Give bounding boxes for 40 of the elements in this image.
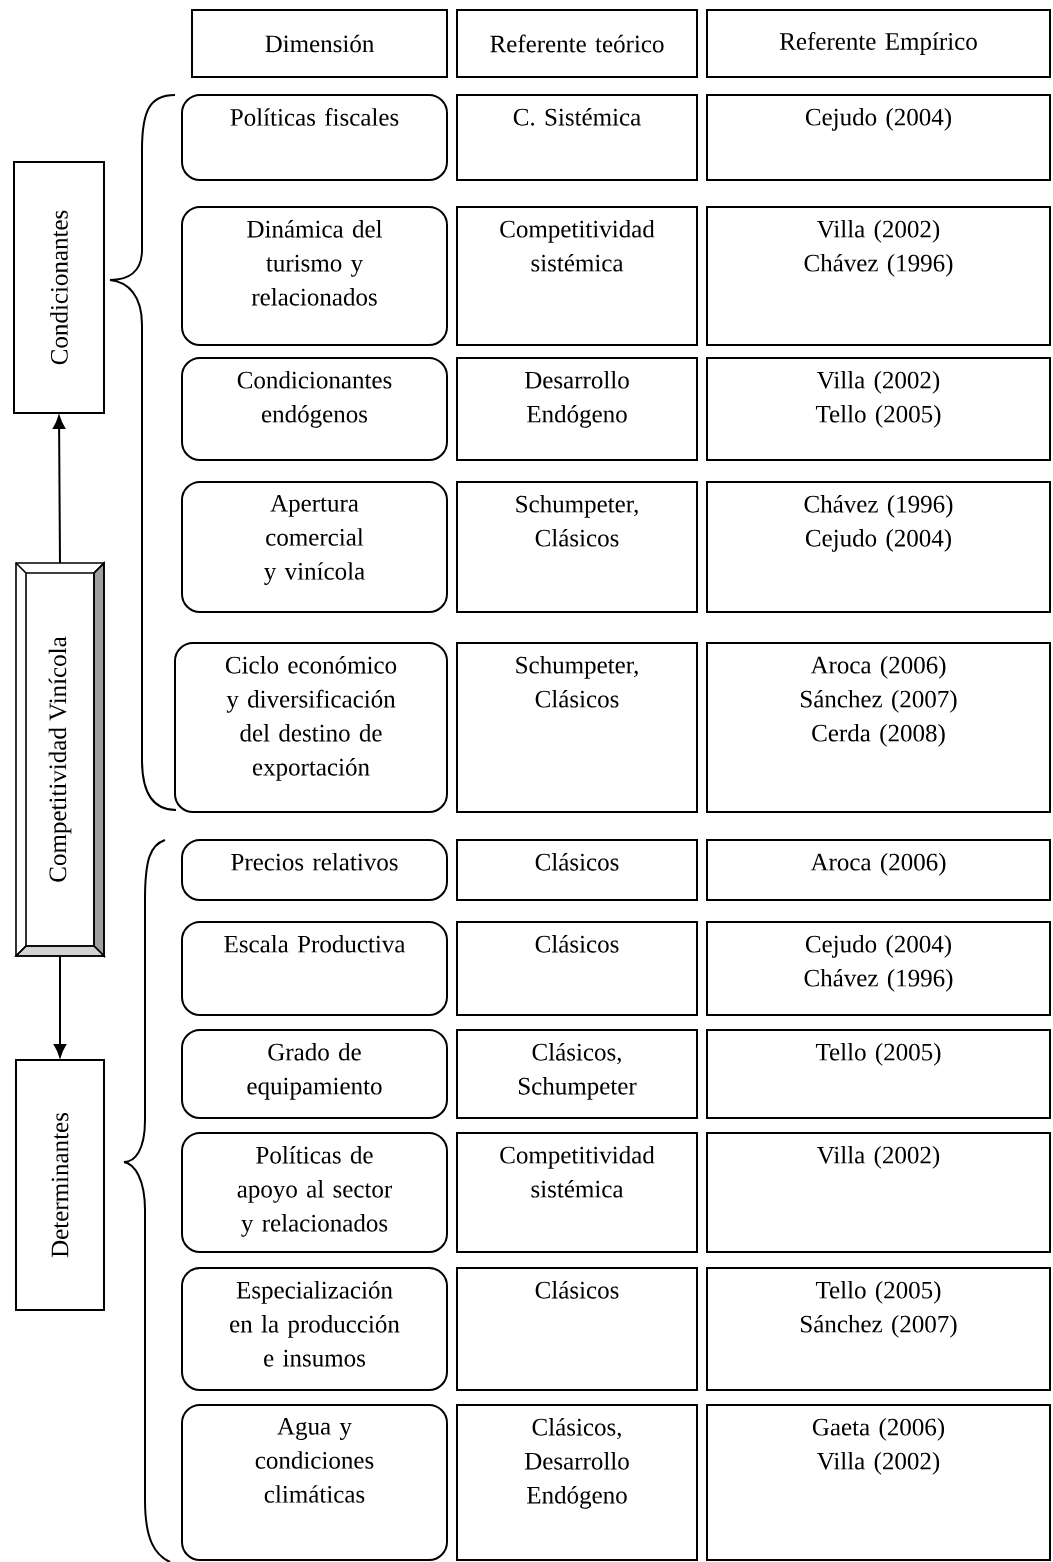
table-cell: Villa (2002) Chávez (1996) xyxy=(706,206,1051,346)
dimension-box: Grado de equipamiento xyxy=(181,1029,448,1119)
table-cell: Competitividad sistémica xyxy=(456,1132,698,1253)
dimension-box: Agua y condiciones climáticas xyxy=(181,1404,448,1561)
table-cell: Gaeta (2006) Villa (2002) xyxy=(706,1404,1051,1561)
table-cell: Clásicos xyxy=(456,1267,698,1391)
table-cell: Aroca (2006) Sánchez (2007) Cerda (2008) xyxy=(706,642,1051,813)
table-cell: Aroca (2006) xyxy=(706,839,1051,901)
dimension-box: Precios relativos xyxy=(181,839,448,901)
dimension-box: Políticas fiscales xyxy=(181,94,448,181)
header-box: Referente Empírico xyxy=(706,9,1051,78)
table-cell: Clásicos xyxy=(456,839,698,901)
table-cell: Clásicos, Schumpeter xyxy=(456,1029,698,1119)
dimension-box: Dinámica del turismo y relacionados xyxy=(181,206,448,346)
dimension-box: Apertura comercial y vinícola xyxy=(181,481,448,613)
table-cell: Desarrollo Endógeno xyxy=(456,357,698,461)
dimension-box: Escala Productiva xyxy=(181,921,448,1016)
table-cell: Clásicos xyxy=(456,921,698,1016)
table-cell: Schumpeter, Clásicos xyxy=(456,642,698,813)
dimension-box: Condicionantes endógenos xyxy=(181,357,448,461)
table-cell: Clásicos, Desarrollo Endógeno xyxy=(456,1404,698,1561)
dimension-box: Ciclo económico y diversificación del destino de exportación xyxy=(174,642,448,813)
arrow xyxy=(53,415,66,564)
table-cell: Villa (2002) xyxy=(706,1132,1051,1253)
header-box: Referente teórico xyxy=(456,9,698,78)
label-box: Condicionantes xyxy=(13,161,105,414)
dimension-box: Especialización en la producción e insumos xyxy=(181,1267,448,1391)
table-cell: Cejudo (2004) Chávez (1996) xyxy=(706,921,1051,1016)
table-cell: Tello (2005) xyxy=(706,1029,1051,1119)
arrow xyxy=(53,955,67,1058)
table-cell: Cejudo (2004) xyxy=(706,94,1051,181)
label-box: Determinantes xyxy=(15,1059,105,1311)
table-cell: Tello (2005) Sánchez (2007) xyxy=(706,1267,1051,1391)
table-cell: Villa (2002) Tello (2005) xyxy=(706,357,1051,461)
table-cell: Schumpeter, Clásicos xyxy=(456,481,698,613)
header-box: Dimensión xyxy=(191,9,448,78)
table-cell: C. Sistémica xyxy=(456,94,698,181)
table-cell: Competitividad sistémica xyxy=(456,206,698,346)
table-cell: Chávez (1996) Cejudo (2004) xyxy=(706,481,1051,613)
dimension-box: Políticas de apoyo al sector y relacionados xyxy=(181,1132,448,1253)
